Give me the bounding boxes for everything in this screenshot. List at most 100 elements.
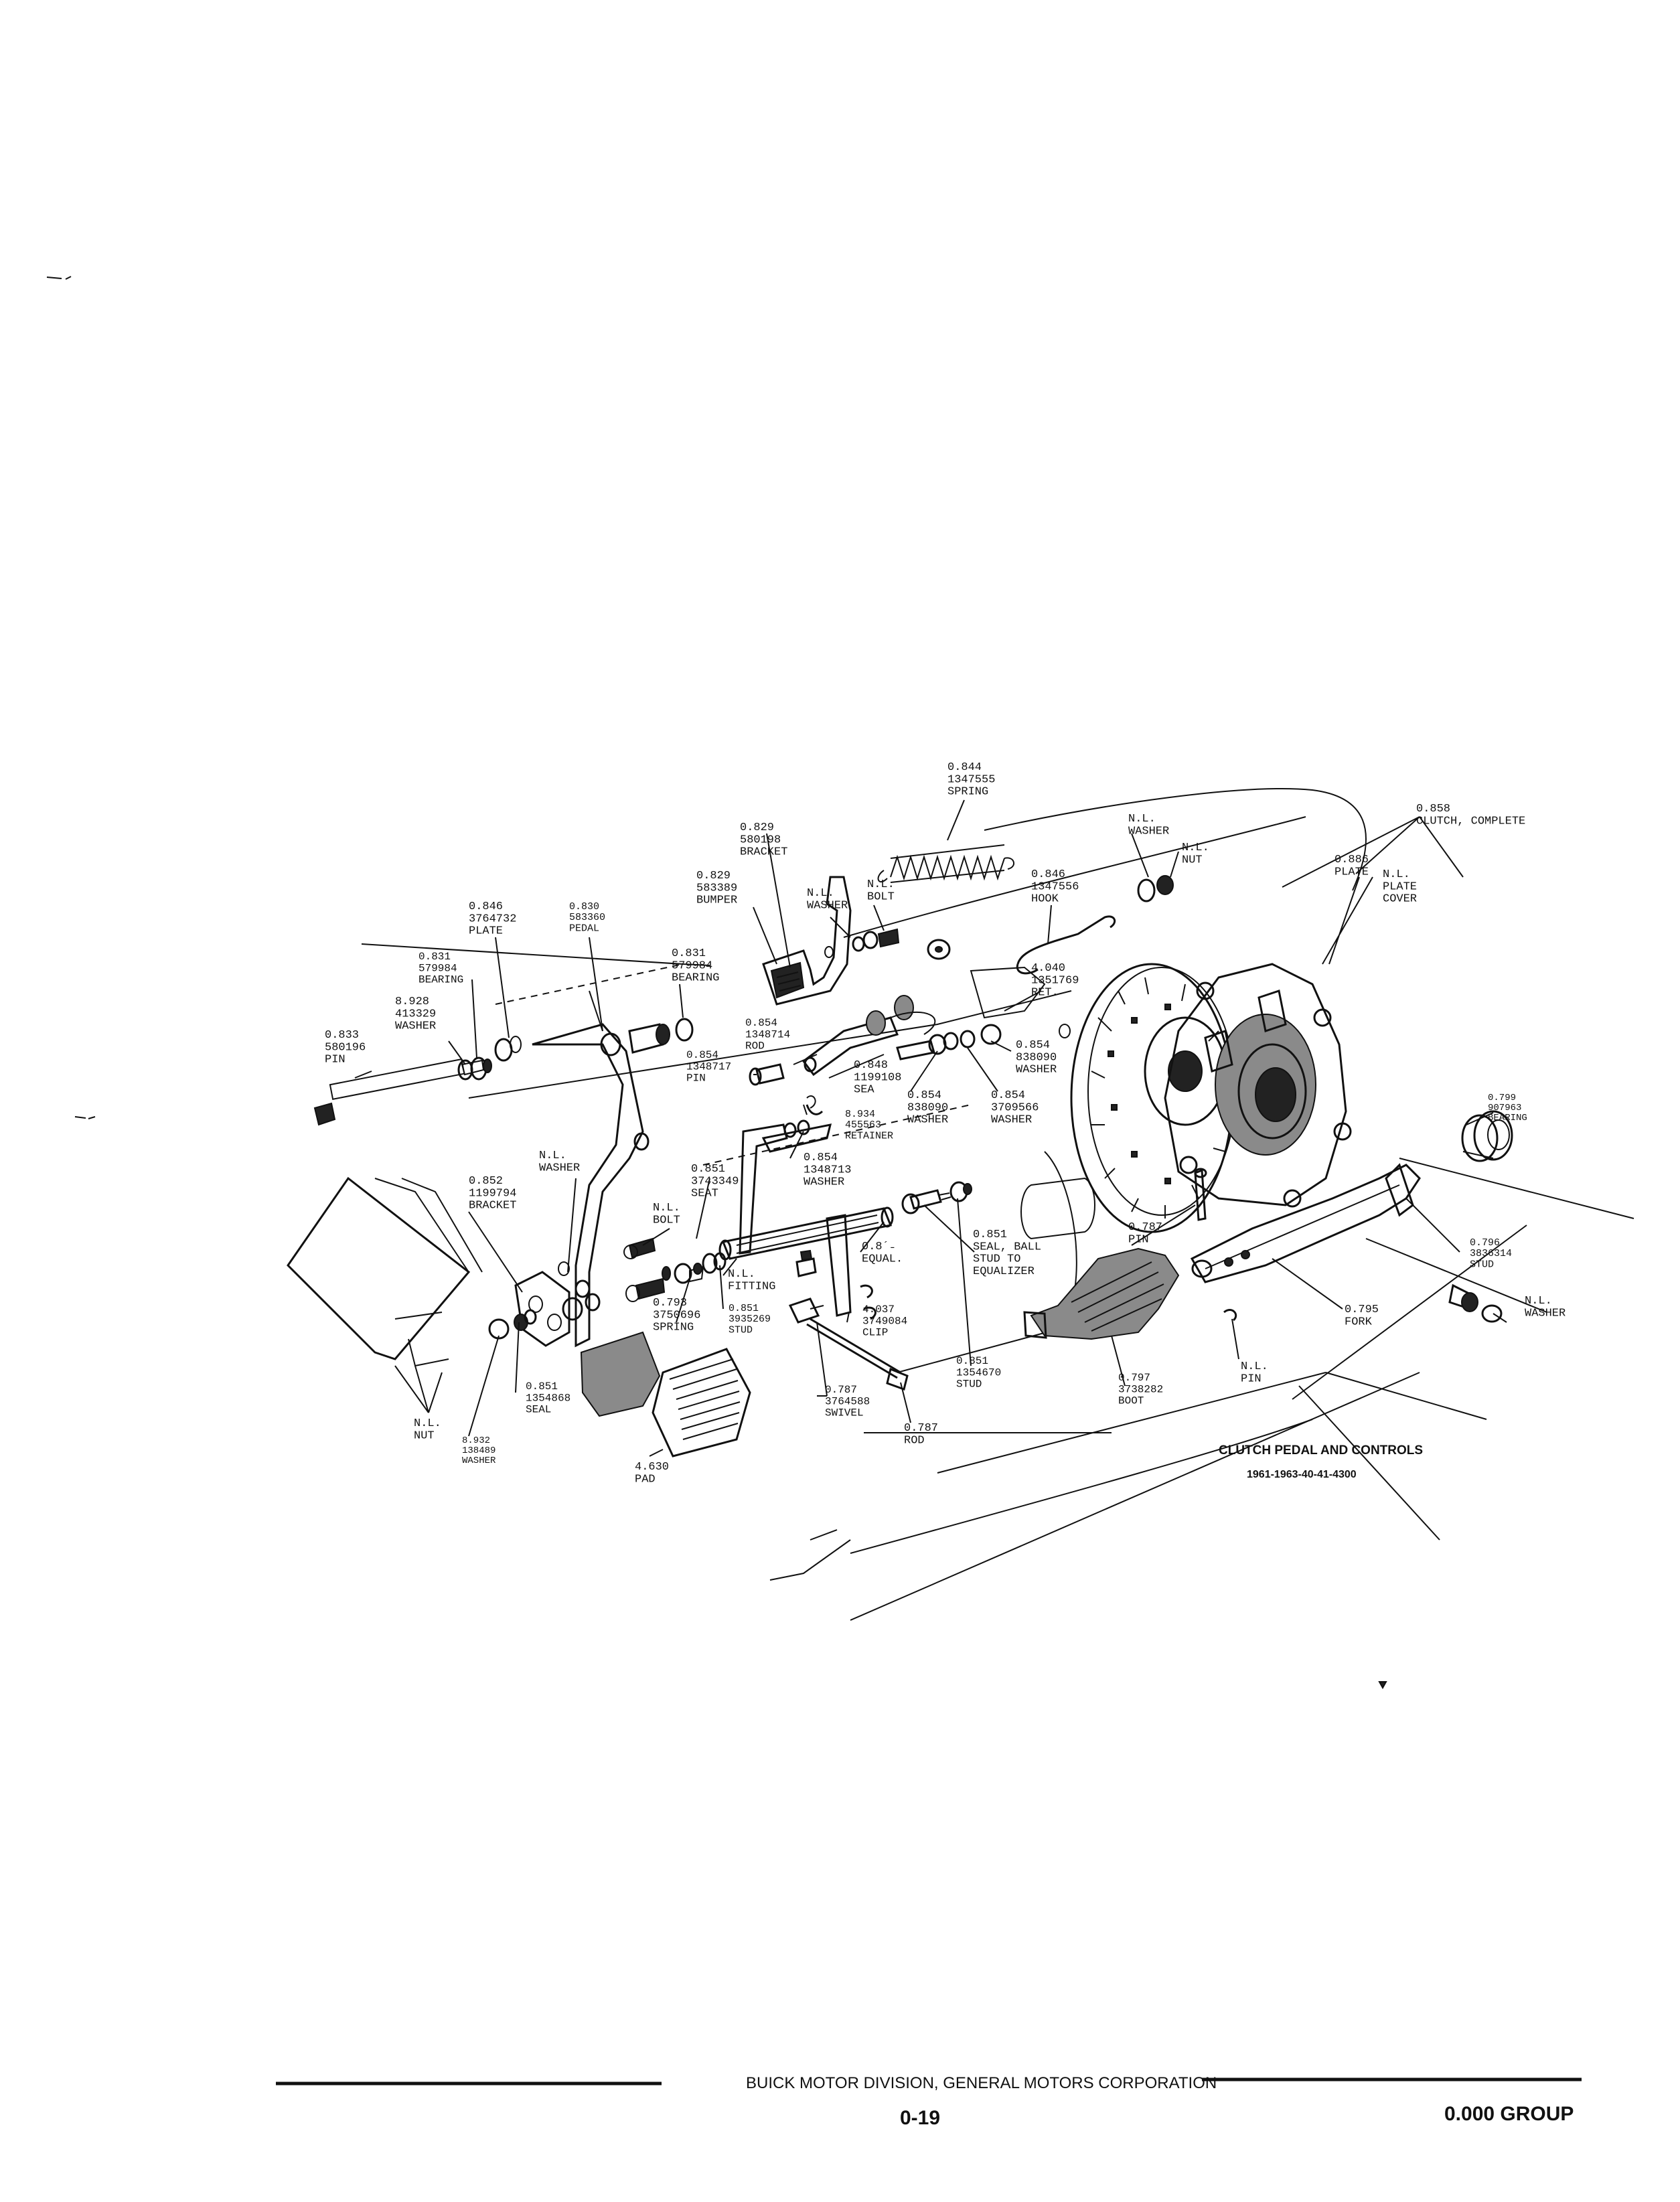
part-label-line: 0.848 bbox=[854, 1059, 888, 1072]
part-label-line: 0.8´˗ bbox=[862, 1241, 896, 1253]
part-label-nut-nl-top: N.L.NUT bbox=[1182, 842, 1209, 866]
part-label-line: 0.793 bbox=[653, 1297, 687, 1310]
part-label-line: BOLT bbox=[867, 890, 895, 903]
part-label-line: PAD bbox=[635, 1473, 656, 1486]
clutch-boot bbox=[1023, 1247, 1180, 1340]
part-label-line: WASHER bbox=[395, 1020, 436, 1033]
part-label-line: 0.854 bbox=[907, 1089, 941, 1102]
part-label-line: N.L. bbox=[1128, 813, 1156, 825]
part-label-line: 0.886 bbox=[1334, 854, 1369, 866]
part-label-line: 455563 bbox=[845, 1119, 881, 1131]
part-label-washer-nl-bumper: N.L.WASHER bbox=[807, 887, 848, 912]
part-label-line: 0.854 bbox=[745, 1017, 777, 1029]
part-label-line: N.L. bbox=[1182, 842, 1209, 854]
part-label-line: FORK bbox=[1345, 1316, 1373, 1328]
part-label-line: NUT bbox=[414, 1429, 435, 1442]
part-label-line: 3764732 bbox=[469, 913, 516, 925]
part-label-line: SWIVEL bbox=[825, 1407, 864, 1419]
cowl-panel bbox=[287, 1176, 483, 1367]
part-label-line: BOLT bbox=[653, 1214, 680, 1227]
part-label-line: SEAL bbox=[526, 1404, 551, 1416]
part-label-line: 1351769 bbox=[1031, 974, 1079, 987]
part-label-line: BRACKET bbox=[469, 1200, 516, 1212]
part-label-line: 580196 bbox=[325, 1041, 366, 1054]
part-label-line: BRACKET bbox=[740, 846, 787, 859]
part-label-line: 3743349 bbox=[691, 1175, 739, 1188]
part-label-line: 907963 bbox=[1488, 1103, 1521, 1113]
part-label-line: PIN bbox=[325, 1054, 346, 1067]
part-label-line: 1347555 bbox=[947, 773, 995, 786]
part-label-bolt-nl-top: N.L.BOLT bbox=[867, 878, 895, 903]
pedal-bracket bbox=[488, 1237, 671, 1347]
part-label-line: 0.846 bbox=[1031, 868, 1065, 881]
part-label-line: EQUAL. bbox=[862, 1253, 903, 1265]
part-label-line: 583360 bbox=[569, 912, 605, 923]
footer-division: BUICK MOTOR DIVISION, GENERAL MOTORS COR… bbox=[746, 2074, 1217, 2092]
part-label-line: STUD bbox=[729, 1324, 753, 1336]
part-label-line: 1199794 bbox=[469, 1187, 516, 1200]
part-label-line: 838090 bbox=[1016, 1051, 1057, 1064]
part-label-line: 1348713 bbox=[804, 1164, 851, 1176]
part-label-line: 3750696 bbox=[653, 1309, 700, 1322]
part-label-line: 1354868 bbox=[526, 1392, 570, 1404]
retainer bbox=[970, 966, 1071, 1038]
part-label-line: 1199108 bbox=[854, 1071, 901, 1084]
part-label-line: 0.787 bbox=[904, 1422, 938, 1435]
footer-page-number: 0-19 bbox=[900, 2107, 940, 2129]
clutch-fork bbox=[1190, 1163, 1421, 1283]
part-label-line: 0.851 bbox=[691, 1163, 725, 1176]
part-label-line: SPRING bbox=[653, 1322, 694, 1334]
part-label-line: PLATE bbox=[1334, 866, 1369, 878]
part-label-line: BUMPER bbox=[696, 894, 737, 907]
part-label-line: ROD bbox=[904, 1434, 925, 1447]
washer-stack-left bbox=[457, 1036, 522, 1081]
part-label-line: N.L. bbox=[1383, 868, 1410, 881]
part-label-line: PLATE bbox=[1383, 880, 1417, 893]
part-label-fitting-nl: N.L.FITTING bbox=[728, 1268, 775, 1293]
part-label-line: 4.040 bbox=[1031, 962, 1065, 975]
part-label-line: 0.858 bbox=[1416, 803, 1450, 815]
top-washer-nut bbox=[1137, 875, 1174, 902]
part-label-pin-nl-fork: N.L.PIN bbox=[1241, 1360, 1268, 1385]
part-label-line: 0.797 bbox=[1118, 1372, 1150, 1384]
part-label-line: BOOT bbox=[1118, 1395, 1144, 1407]
part-label-line: 579984 bbox=[418, 962, 457, 974]
part-label-line: 0.787 bbox=[1128, 1221, 1162, 1234]
part-label-line: 0.844 bbox=[947, 761, 982, 774]
part-label-line: 1354670 bbox=[956, 1366, 1001, 1379]
part-label-line: CLIP bbox=[862, 1327, 888, 1339]
diagram-caption: CLUTCH PEDAL AND CONTROLS 1961-1963-40-4… bbox=[1219, 1443, 1423, 1480]
part-label-line: 0.829 bbox=[740, 821, 774, 834]
equalizer-shaft bbox=[702, 1119, 894, 1317]
part-label-line: 3935269 bbox=[729, 1314, 771, 1325]
stray-mark bbox=[46, 276, 72, 280]
part-label-line: 838090 bbox=[907, 1101, 948, 1114]
footer-group: 0.000 GROUP bbox=[1444, 2103, 1574, 2125]
part-label-line: WASHER bbox=[539, 1162, 580, 1174]
part-label-line: 0.795 bbox=[1345, 1304, 1379, 1316]
hook bbox=[1016, 915, 1116, 975]
ball-stud bbox=[901, 1181, 972, 1214]
part-label-line: PEDAL bbox=[569, 923, 599, 934]
part-label-line: 8.934 bbox=[845, 1109, 875, 1120]
part-label-line: PLATE bbox=[469, 925, 503, 938]
